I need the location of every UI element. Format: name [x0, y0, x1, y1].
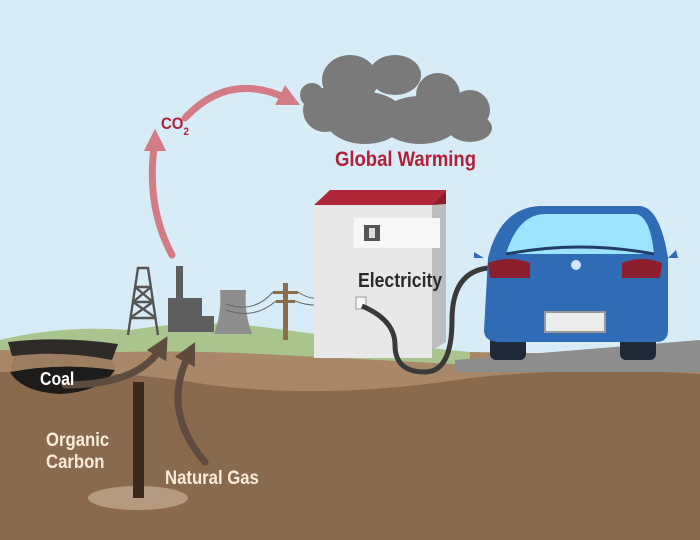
natural-gas-arrow	[174, 342, 209, 466]
coal-bowl	[10, 353, 115, 372]
co2-main-text: CO	[161, 114, 184, 133]
natural-gas-label: Natural Gas	[165, 468, 259, 489]
soil-underground	[0, 370, 700, 540]
utility-pole	[225, 283, 321, 340]
charging-station	[314, 190, 446, 358]
charging-cable	[360, 265, 489, 375]
coal-arrow	[61, 336, 168, 389]
coal-pit-outline	[8, 339, 118, 360]
co2-subscript: 2	[183, 126, 189, 138]
organic-carbon-label-line2: Carbon	[46, 452, 105, 473]
co2-label: CO2	[161, 114, 189, 138]
coal-label: Coal	[40, 369, 75, 389]
electricity-label: Electricity	[358, 270, 443, 292]
electric-car	[474, 206, 678, 360]
organic-carbon-label-line1: Organic	[46, 430, 110, 451]
co2-arrow	[148, 88, 290, 259]
global-warming-label: Global Warming	[335, 148, 477, 171]
cloud	[300, 55, 492, 144]
oil-derrick	[126, 266, 160, 336]
gas-well-pipe	[133, 382, 144, 498]
